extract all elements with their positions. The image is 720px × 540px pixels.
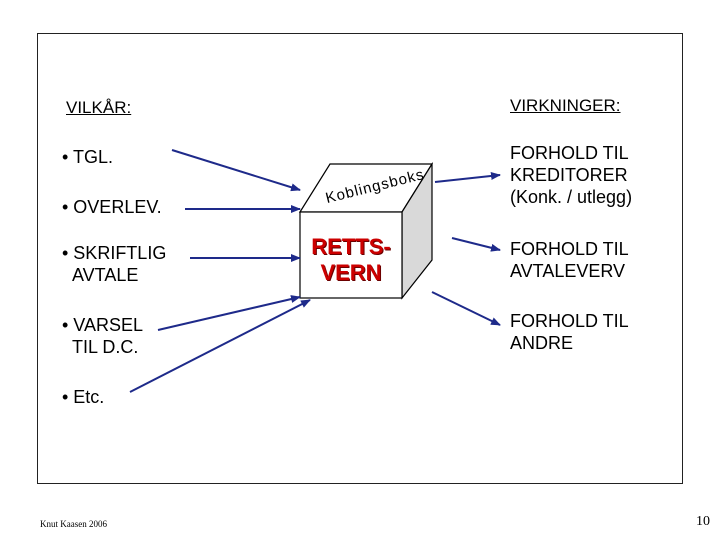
box-front-line1: RETTS- (311, 234, 391, 259)
effect-kreditorer-line2: KREDITORER (510, 165, 628, 185)
koblingsboks-box (298, 161, 434, 300)
footer-author: Knut Kaasen 2006 (40, 519, 107, 529)
condition-tgl: • TGL. (62, 147, 113, 167)
arrow-andre (431, 291, 501, 326)
condition-avtale: AVTALE (72, 265, 139, 285)
arrow-avtaleverv (451, 237, 501, 252)
effect-avtaleverv-line1: FORHOLD TIL (510, 239, 629, 259)
box-front-face (299, 211, 403, 299)
condition-skriftlig: • SKRIFTLIG (62, 243, 167, 263)
arrow-kreditorer (434, 171, 501, 183)
arrow-tgl (171, 149, 301, 192)
slide-frame (37, 33, 683, 484)
condition-til-dc: TIL D.C. (72, 337, 139, 357)
effect-kreditorer-line3: (Konk. / utlegg) (510, 187, 633, 207)
conditions-header: VILKÅR: (66, 98, 132, 117)
condition-overlev: • OVERLEV. (62, 197, 162, 217)
effect-andre-line1: FORHOLD TIL (510, 311, 629, 331)
arrow-etc (129, 299, 311, 393)
arrow-varsel (157, 295, 301, 331)
effect-kreditorer-line1: FORHOLD TIL (510, 143, 629, 163)
box-front-line2: VERN (320, 260, 382, 285)
condition-etc: • Etc. (62, 387, 105, 407)
effect-avtaleverv-line2: AVTALEVERV (510, 261, 626, 281)
page-number: 10 (696, 514, 710, 529)
condition-varsel: • VARSEL (62, 315, 143, 335)
effects-header: VIRKNINGER: (510, 96, 621, 115)
effect-andre-line2: ANDRE (510, 333, 574, 353)
